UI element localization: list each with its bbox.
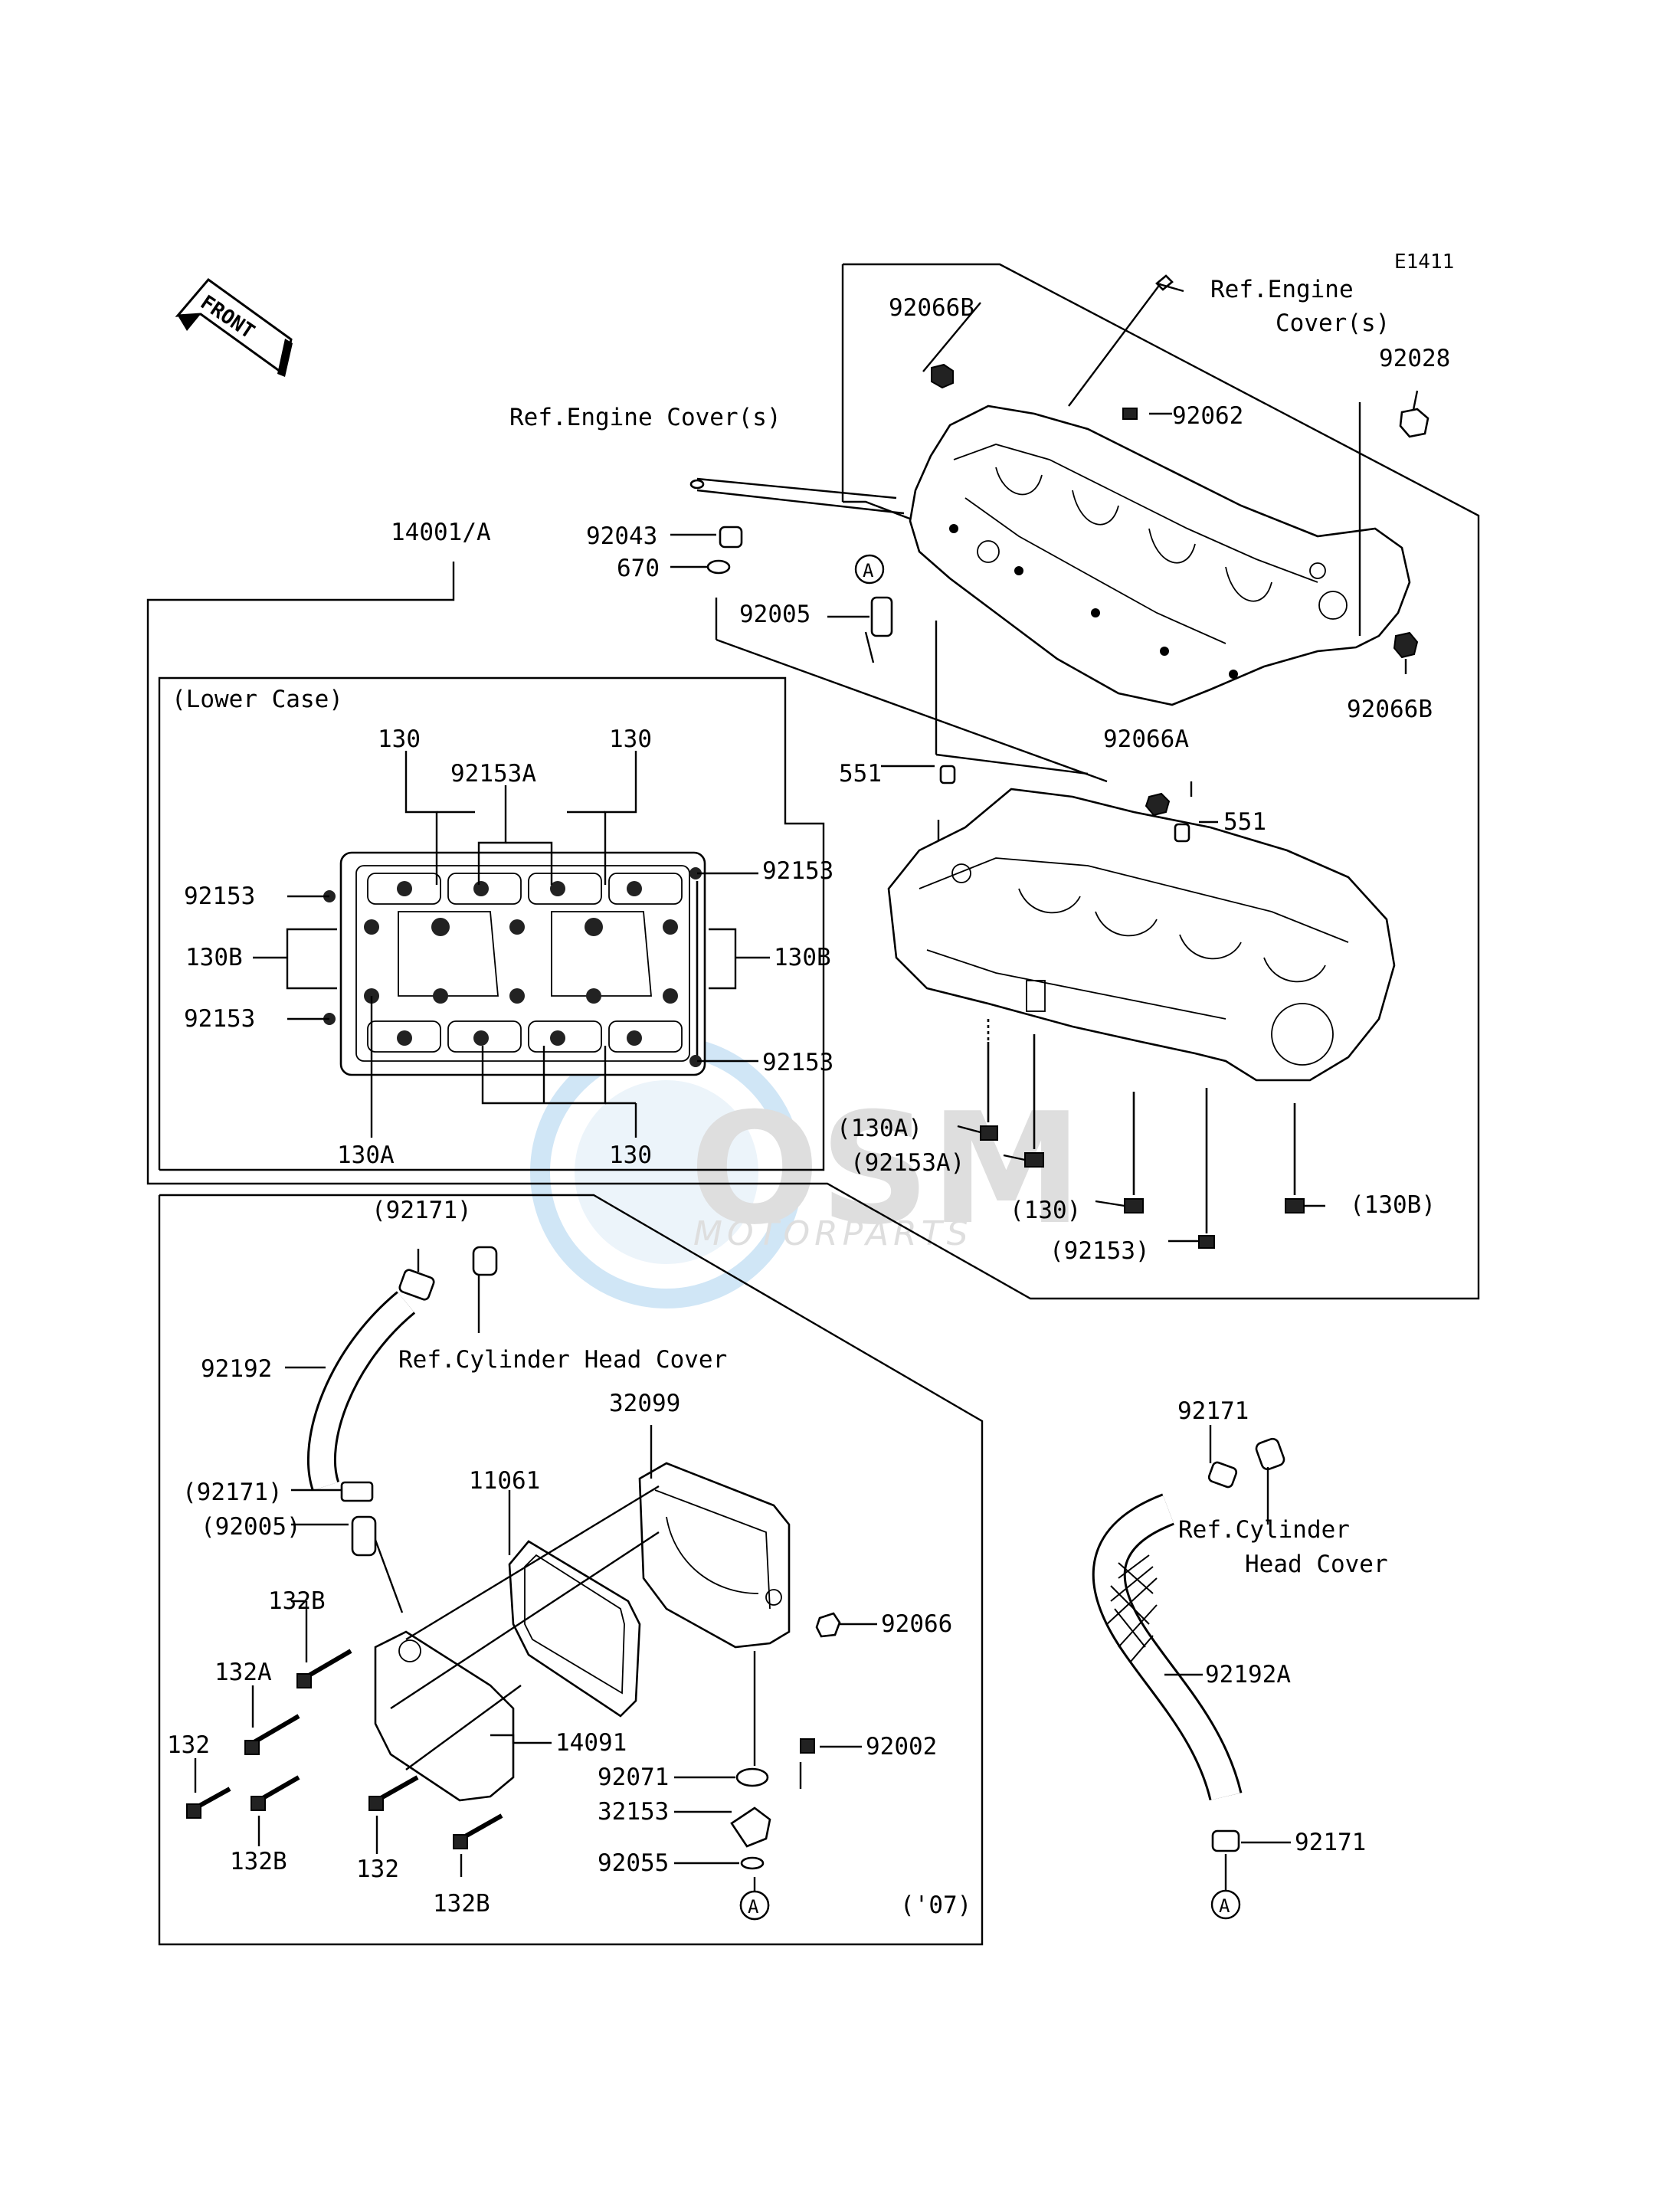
label-130-right: 130 [609, 725, 652, 753]
label-14091: 14091 [555, 1729, 627, 1757]
label-92153A: 92153A [450, 760, 536, 788]
label-92028: 92028 [1379, 345, 1450, 372]
diagram-code: E1411 [1394, 251, 1454, 273]
lower-case-top-view [323, 851, 706, 1076]
watermark: OSM MOTORPARTS [530, 1036, 1082, 1308]
label-130B-right: 130B [774, 944, 831, 971]
label-ref-engine-cover-left: Ref.Engine Cover(s) [509, 404, 781, 431]
lower-case-title: (Lower Case) [172, 686, 343, 713]
label-11061: 11061 [469, 1467, 540, 1495]
label-92062: 92062 [1172, 402, 1243, 430]
label-92192: 92192 [201, 1355, 272, 1383]
label-14001A: 14001/A [391, 519, 491, 546]
label-92066: 92066 [881, 1610, 952, 1638]
marker-a-icons [739, 554, 1241, 1921]
label-ref-cylinder-head-cover: Ref.Cylinder Head Cover [398, 1346, 727, 1374]
frame-lines [146, 263, 1480, 1946]
label-92005-paren: (92005) [201, 1513, 301, 1541]
label-92171-paren-top: (92171) [372, 1197, 472, 1224]
label-130-paren: (130) [1010, 1197, 1081, 1224]
label-132B-1: 132B [268, 1587, 326, 1615]
label-92153-left-1: 92153 [184, 883, 255, 910]
breather-hose [1092, 1437, 1285, 1852]
watermark-subtitle: MOTORPARTS [693, 1214, 973, 1253]
label-92002: 92002 [866, 1733, 937, 1760]
label-32153: 32153 [598, 1798, 669, 1826]
label-130-bottom: 130 [609, 1141, 652, 1169]
label-92005: 92005 [739, 601, 811, 628]
lower-crankcase-bolts [980, 1019, 1305, 1249]
label-92066B-right: 92066B [1347, 696, 1433, 723]
oil-pan-parts [186, 1246, 841, 1921]
label-132-2: 132 [356, 1855, 399, 1883]
label-ref-engine-cover-top-2: Cover(s) [1276, 310, 1390, 337]
label-130B-left: 130B [185, 944, 243, 971]
label-92071: 92071 [598, 1764, 669, 1791]
label-92171-top: 92171 [1177, 1397, 1249, 1425]
label-92153-right-2: 92153 [762, 1049, 833, 1076]
label-92055: 92055 [598, 1849, 669, 1877]
label-92171-bottom: 92171 [1295, 1829, 1366, 1856]
label-132B-3: 132B [433, 1890, 490, 1918]
front-arrow-icon: FRONT [175, 277, 293, 377]
label-130B-paren: (130B) [1350, 1191, 1436, 1219]
oil-pan-callouts [194, 1249, 877, 1891]
label-32099: 32099 [609, 1390, 680, 1417]
label-130A: 130A [337, 1141, 395, 1169]
label-year-07: ('07) [900, 1891, 971, 1919]
marker-a-oil-pan: A [748, 1896, 759, 1918]
lower-case-callouts [253, 751, 770, 1138]
label-92192A: 92192A [1205, 1661, 1291, 1688]
label-92153-right-1: 92153 [762, 857, 833, 885]
label-132A: 132A [215, 1659, 272, 1686]
label-92066A: 92066A [1103, 725, 1189, 753]
label-ref-cylinder-head-1: Ref.Cylinder [1178, 1516, 1350, 1544]
label-92153-paren: (92153) [1050, 1237, 1150, 1265]
label-551-right: 551 [1223, 808, 1266, 836]
lower-crankcase [887, 765, 1396, 1082]
label-130A-paren: (130A) [837, 1115, 922, 1142]
label-132-1: 132 [167, 1731, 210, 1759]
label-132B-2: 132B [230, 1848, 287, 1875]
label-92043: 92043 [586, 522, 657, 550]
label-92153A-paren: (92153A) [850, 1149, 964, 1177]
upper-crankcase [909, 404, 1411, 706]
marker-a-upper: A [863, 560, 874, 581]
label-551-left: 551 [839, 760, 882, 788]
label-ref-engine-cover-top-1: Ref.Engine [1210, 276, 1354, 303]
label-92066B-top: 92066B [889, 294, 974, 322]
label-130-left: 130 [378, 725, 421, 753]
label-670: 670 [617, 555, 660, 582]
label-92171-paren: (92171) [182, 1479, 283, 1506]
marker-a-breather: A [1219, 1895, 1230, 1917]
label-ref-cylinder-head-2: Head Cover [1245, 1551, 1388, 1578]
label-92153-left-2: 92153 [184, 1005, 255, 1033]
breather-callouts [670, 282, 1419, 1892]
upper-small-parts [689, 274, 1429, 659]
